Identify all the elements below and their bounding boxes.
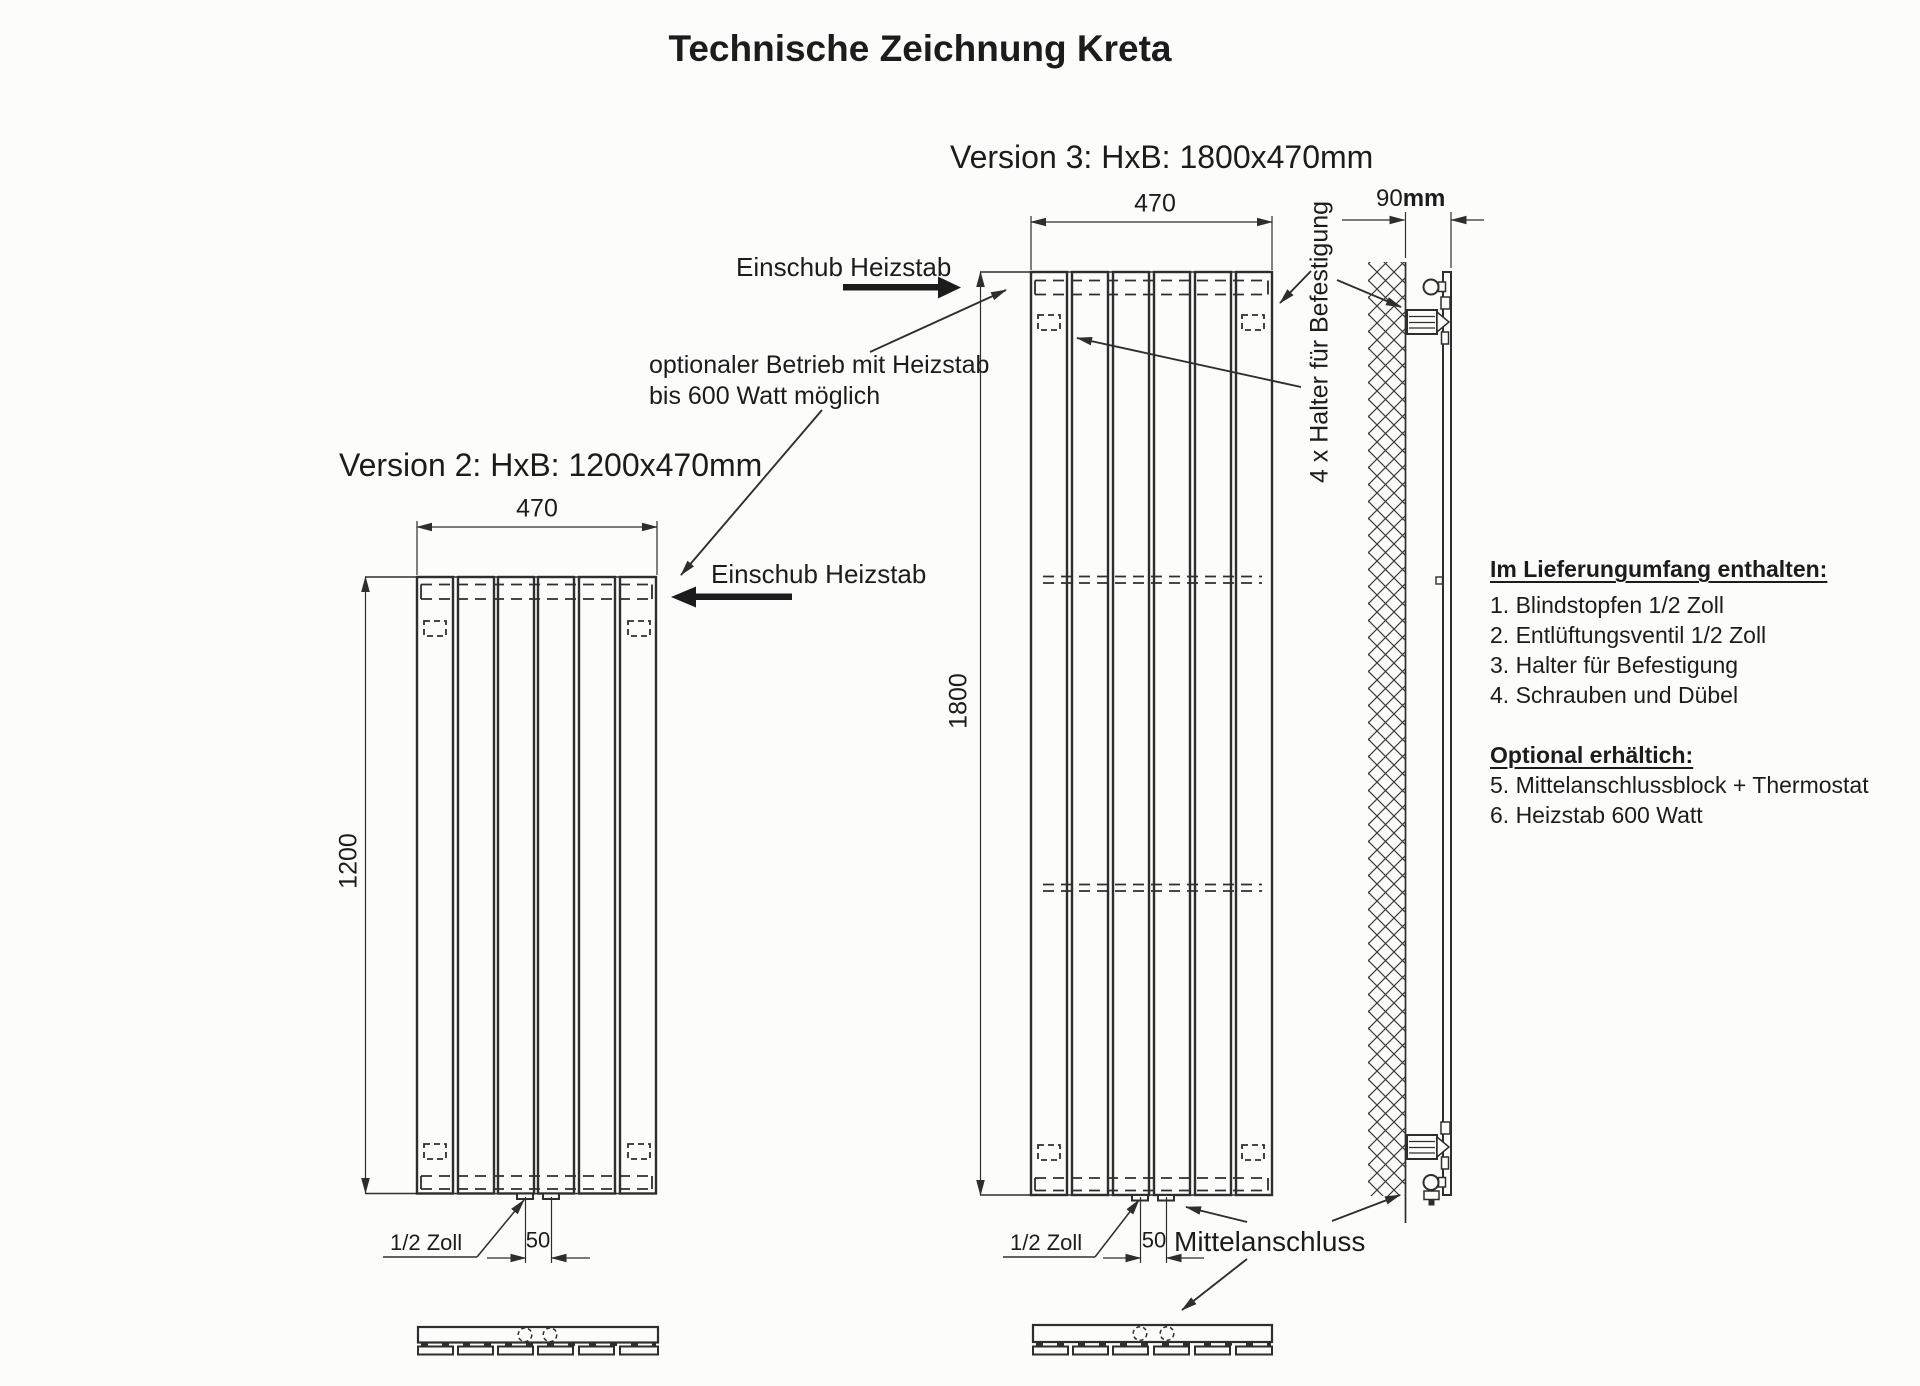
included-item: 4. Schrauben und Dübel [1490, 682, 1739, 708]
v3-panel [1152, 270, 1192, 1197]
einschub-label-v2: Einschub Heizstab [711, 559, 927, 589]
v3-mid-channel-2 [1043, 883, 1262, 892]
optional-heizstab-arrow-v3 [869, 289, 1007, 353]
halter-label: 4 x Halter für Befestigung [1305, 200, 1334, 484]
optional-heizstab-note-line2: bis 600 Watt möglich [649, 382, 881, 410]
mittelanschluss-label: Mittelanschluss [1174, 1226, 1366, 1257]
einschub-arrow-v3-shaft [843, 284, 938, 291]
wall-distance-label: 90mm [1376, 185, 1445, 213]
v2-width-dim-text: 470 [516, 494, 558, 523]
v3-connection-size-label: 1/2 Zoll [1010, 1230, 1083, 1255]
v2-connection-hole [542, 1327, 558, 1343]
side-view [1342, 212, 1484, 1223]
air-valve-top [1422, 278, 1447, 296]
v3-height-dim-text: 1800 [944, 673, 973, 729]
v2-panel [415, 575, 455, 1195]
version3-title: Version 3: HxB: 1800x470mm [950, 139, 1374, 175]
optional-heizstab-note-line1: optionaler Betrieb mit Heizstab [649, 351, 990, 379]
included-item: 3. Halter für Befestigung [1490, 652, 1739, 678]
v3-zoll-leader-arrow [1094, 1199, 1140, 1258]
version2-bottom-view [416, 1325, 660, 1356]
v3-panel [1193, 270, 1233, 1197]
optional-heizstab-arrow-v2 [680, 409, 823, 576]
v2-panel [577, 575, 617, 1195]
einschub-arrow-v2-shaft [695, 593, 792, 600]
v2-connection-hole [517, 1327, 533, 1343]
v2-panel [618, 575, 658, 1195]
einschub-arrow-v2-head [671, 586, 696, 608]
version3-dimensions [976, 216, 1273, 1263]
page-title: Technische Zeichnung Kreta [668, 28, 1172, 69]
v3-connection-hole [1159, 1325, 1175, 1342]
mounting-bracket-bottom [1406, 1121, 1451, 1170]
v3-panel [1234, 270, 1274, 1197]
v2-bracket [423, 1143, 447, 1160]
optional-item: 5. Mittelanschlussblock + Thermostat [1490, 772, 1869, 798]
version3-bottom-view [1031, 1323, 1274, 1356]
v3-mid-channel-1 [1043, 575, 1262, 584]
v3-channel-bottom [1034, 1177, 1269, 1192]
v2-bracket [423, 620, 447, 637]
v2-panel [496, 575, 536, 1195]
included-item: 2. Entlüftungsventil 1/2 Zoll [1490, 622, 1767, 648]
v3-bracket [1037, 314, 1061, 331]
v2-heizstab-channel-top [420, 583, 653, 600]
halter-arrow-front-right [1279, 270, 1312, 304]
v2-bracket [627, 1143, 651, 1160]
version3-front-view [980, 270, 1274, 1202]
v3-panel [1029, 270, 1069, 1197]
v2-bracket [627, 620, 651, 637]
version2-front-view [365, 575, 658, 1200]
version2-dimensions [361, 521, 658, 1263]
einschub-thick-arrows [671, 276, 961, 608]
v2-height-dim-text: 1200 [334, 833, 363, 889]
v3-spacing-dim-text: 50 [1141, 1227, 1167, 1253]
drain-valve-bottom [1422, 1174, 1447, 1206]
v3-bracket [1241, 1144, 1265, 1161]
wall-distance-dimension [1342, 212, 1484, 268]
mittelanschluss-arrow-front [1185, 1206, 1248, 1223]
version2-title: Version 2: HxB: 1200x470mm [339, 447, 763, 483]
radiator-side-profile [1442, 271, 1452, 1196]
v2-panel [456, 575, 496, 1195]
wall-distance-unit: mm [1402, 185, 1446, 212]
optional-heading: Optional erhältich: [1490, 742, 1694, 768]
optional-item: 6. Heizstab 600 Watt [1490, 802, 1703, 828]
v3-bracket [1037, 1144, 1061, 1161]
v2-connection-size-label: 1/2 Zoll [390, 1230, 463, 1255]
v2-channel-bottom [420, 1175, 653, 1190]
included-item: 1. Blindstopfen 1/2 Zoll [1490, 592, 1724, 618]
v3-panel [1111, 270, 1151, 1197]
halter-arrow-front-left [1076, 337, 1302, 388]
v3-bracket [1241, 314, 1265, 331]
included-heading: Im Lieferungumfang enthalten: [1490, 556, 1828, 582]
mid-hook [1435, 576, 1444, 585]
mounting-bracket-top [1406, 296, 1451, 345]
v2-spacing-dim-text: 50 [525, 1227, 551, 1253]
einschub-arrow-v3-head [938, 276, 961, 299]
mittelanschluss-arrow-side [1331, 1194, 1401, 1222]
halter-arrow-side-view [1336, 279, 1402, 308]
wall-distance-value: 90 [1376, 185, 1403, 212]
v3-heizstab-channel-top [1034, 279, 1269, 296]
v2-zoll-leader-arrow [476, 1199, 525, 1258]
mittelanschluss-arrow-bottom [1181, 1258, 1248, 1311]
v3-connection-hole [1132, 1325, 1148, 1342]
v3-width-dim-text: 470 [1134, 189, 1176, 218]
einschub-label-v3: Einschub Heizstab [736, 252, 952, 282]
wall-hatch [1368, 262, 1405, 1196]
v2-panel [536, 575, 576, 1195]
annotation-arrows [680, 270, 1402, 1311]
v3-panel [1070, 270, 1110, 1197]
